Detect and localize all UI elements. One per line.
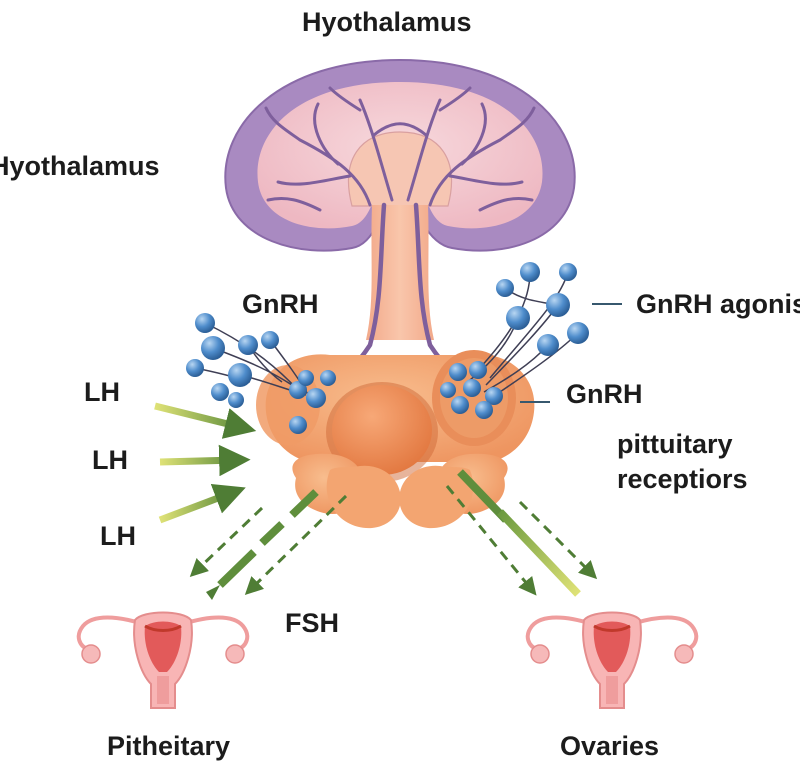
uterus-icon (76, 611, 250, 709)
gnrh-agonist-cluster-icon (440, 262, 589, 419)
uterus-icon (525, 611, 699, 709)
gnrh-left-label: GnRH (242, 289, 319, 319)
left-heading-label: Hyothalamus (0, 151, 160, 181)
gnrh-right-label: GnRH (566, 379, 643, 409)
lh-label-2: LH (92, 445, 128, 475)
fsh-label: FSH (285, 608, 339, 638)
pituitary-receptors-label-line2: receptiors (617, 464, 748, 494)
gnrh-molecule-cluster-icon (186, 313, 336, 434)
left-output-arrows (189, 489, 348, 600)
lh-arrows (154, 402, 257, 524)
pituitary-receptors-label-line1: pittuitary (617, 429, 733, 459)
pituitary-bottom-label: Pitheitary (107, 731, 231, 761)
diagram-title: Hyothalamus (302, 7, 472, 37)
gnrh-agonist-label: GnRH agonist (636, 289, 800, 319)
right-output-arrows (445, 469, 598, 597)
leader-lines (520, 303, 622, 403)
lh-label-3: LH (100, 521, 136, 551)
ovaries-label: Ovaries (560, 731, 660, 761)
lh-label-1: LH (84, 377, 120, 407)
hypothalamus-brain-icon (224, 58, 576, 252)
